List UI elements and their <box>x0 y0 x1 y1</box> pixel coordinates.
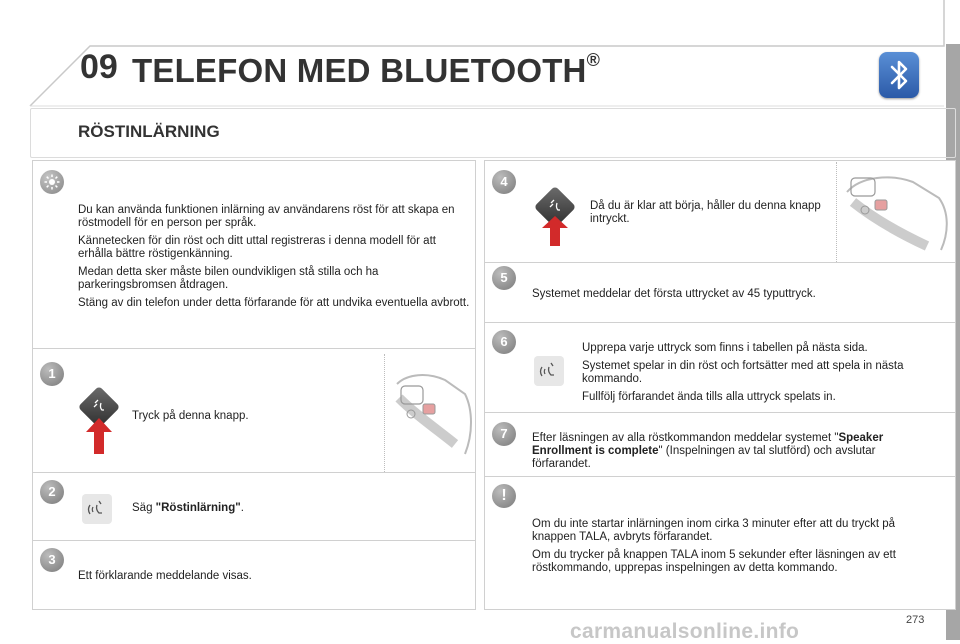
step-6-badge: 6 <box>492 330 516 354</box>
warning-text: Om du inte startar inlärningen inom cirk… <box>532 518 932 580</box>
step-6-line: Upprepa varje uttryck som finns i tabell… <box>582 342 868 354</box>
bluetooth-icon <box>879 52 919 98</box>
right-column <box>484 160 956 610</box>
step-2-suffix: . <box>240 502 244 514</box>
step-2-text: Säg "Röstinlärning". <box>132 502 244 515</box>
divider <box>32 472 476 473</box>
step-7-text: Efter läsningen av alla röstkommandon me… <box>532 432 922 471</box>
steering-wheel-illustration <box>384 354 476 472</box>
intro-paragraph: Du kan använda funktionen inlärning av a… <box>78 204 455 229</box>
step-7-message: Speaker Enrollment is complete <box>532 432 884 457</box>
intro-paragraph: Medan detta sker måste bilen oundviklige… <box>78 266 379 291</box>
step-7-badge: 7 <box>492 422 516 446</box>
section-title: RÖSTINLÄRNING <box>78 122 220 141</box>
intro-paragraph: Stäng av din telefon under detta förfara… <box>78 297 470 309</box>
divider <box>484 412 956 413</box>
step-7-suffix: " (Inspelningen av tal slutförd) och avs… <box>532 445 876 470</box>
divider <box>484 262 956 263</box>
press-arrow-icon <box>542 216 568 246</box>
warning-paragraph: Om du trycker på knappen TALA inom 5 sek… <box>532 549 896 574</box>
left-column <box>32 160 476 610</box>
warning-paragraph: Om du inte startar inlärningen inom cirk… <box>532 518 896 543</box>
step-6-text: Upprepa varje uttryck som finns i tabell… <box>582 342 922 409</box>
step-6-line: Fullfölj förfarandet ända tills alla utt… <box>582 391 836 403</box>
divider <box>484 322 956 323</box>
voice-command-icon <box>82 494 112 524</box>
intro-text: Du kan använda funktionen inlärning av a… <box>78 204 470 315</box>
divider <box>32 540 476 541</box>
voice-command-icon <box>534 356 564 386</box>
step-7-prefix: Efter läsningen av alla röstkommandon me… <box>532 432 839 444</box>
step-4-badge: 4 <box>492 170 516 194</box>
step-1-text: Tryck på denna knapp. <box>132 410 249 422</box>
step-2-badge: 2 <box>40 480 64 504</box>
page-title: TELEFON MED BLUETOOTH® <box>132 50 601 90</box>
page-title-text: TELEFON MED BLUETOOTH <box>132 52 587 89</box>
intro-paragraph: Kännetecken för din röst och ditt uttal … <box>78 235 436 260</box>
page-number: 273 <box>906 614 925 626</box>
step-3-text: Ett förklarande meddelande visas. <box>78 570 252 582</box>
step-2-prefix: Säg <box>132 502 156 514</box>
registered-mark: ® <box>586 50 601 70</box>
watermark: carmanualsonline.info <box>570 620 800 643</box>
warning-icon: ! <box>492 484 516 508</box>
chapter-number: 09 <box>80 48 118 86</box>
step-1-badge: 1 <box>40 362 64 386</box>
step-2-command: "Röstinlärning" <box>155 502 241 514</box>
talk-button-icon <box>77 385 121 429</box>
step-6-line: Systemet spelar in din röst och fortsätt… <box>582 360 904 385</box>
divider <box>484 476 956 477</box>
page-header: 09 TELEFON MED BLUETOOTH® <box>0 0 960 118</box>
tip-icon <box>40 170 64 194</box>
step-5-badge: 5 <box>492 266 516 290</box>
steering-wheel-illustration <box>836 162 954 262</box>
step-3-badge: 3 <box>40 548 64 572</box>
press-arrow-icon <box>86 418 112 454</box>
section-header-panel <box>30 108 956 158</box>
step-5-text: Systemet meddelar det första uttrycket a… <box>532 288 816 300</box>
divider <box>32 348 476 349</box>
talk-button-icon <box>533 185 577 229</box>
header-frame <box>29 0 945 107</box>
step-4-text: Då du är klar att börja, håller du denna… <box>590 200 821 225</box>
